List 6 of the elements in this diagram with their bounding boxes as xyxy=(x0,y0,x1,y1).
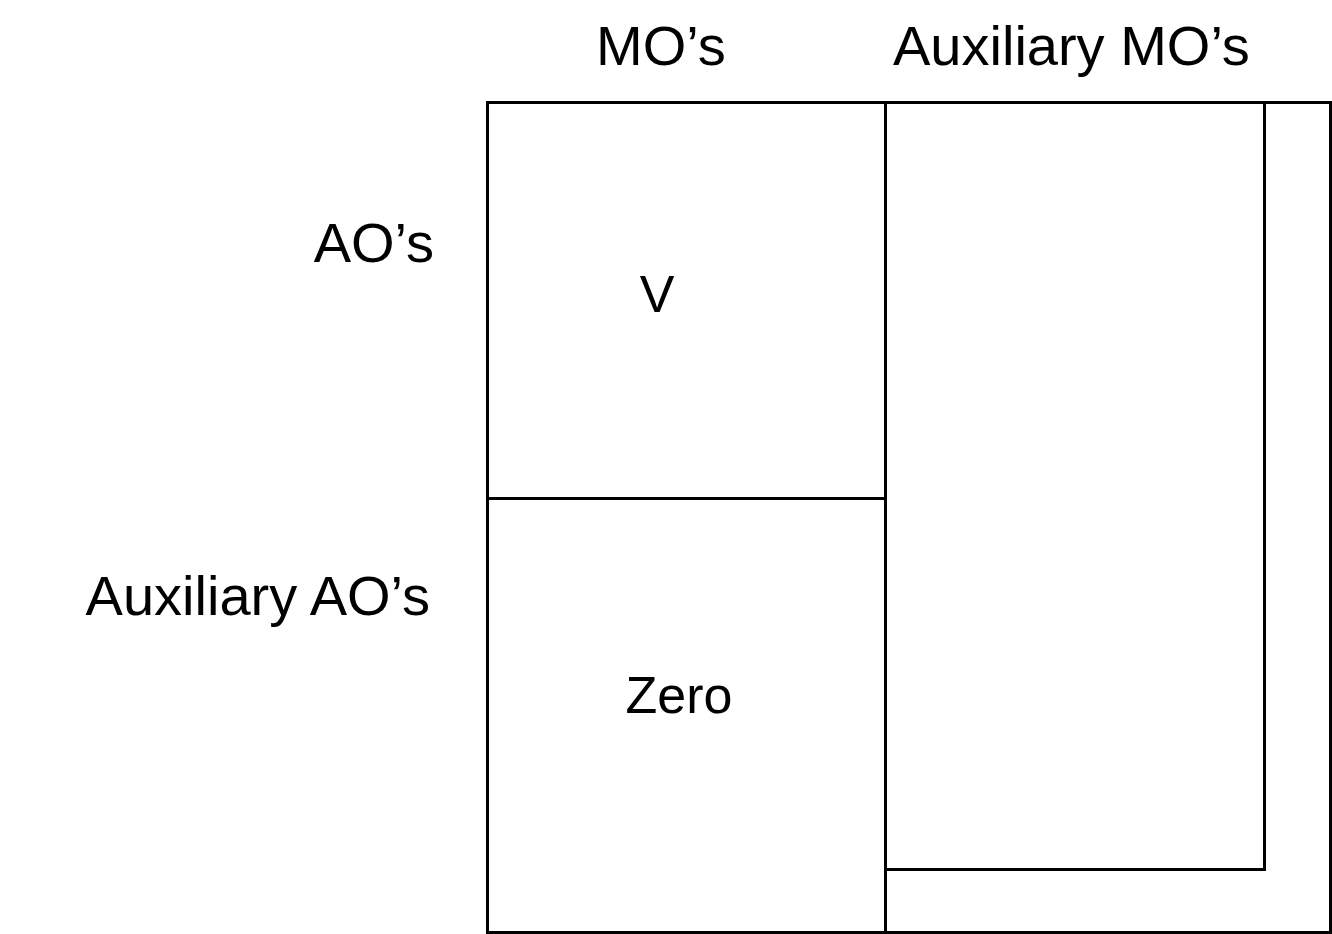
matrix-block xyxy=(884,101,1266,871)
matrix-block xyxy=(486,101,1332,934)
block-label: Zero xyxy=(625,665,733,725)
column-heading: MO’s xyxy=(596,18,726,74)
block-label: V xyxy=(639,264,675,324)
row-heading: AO’s xyxy=(313,215,434,271)
